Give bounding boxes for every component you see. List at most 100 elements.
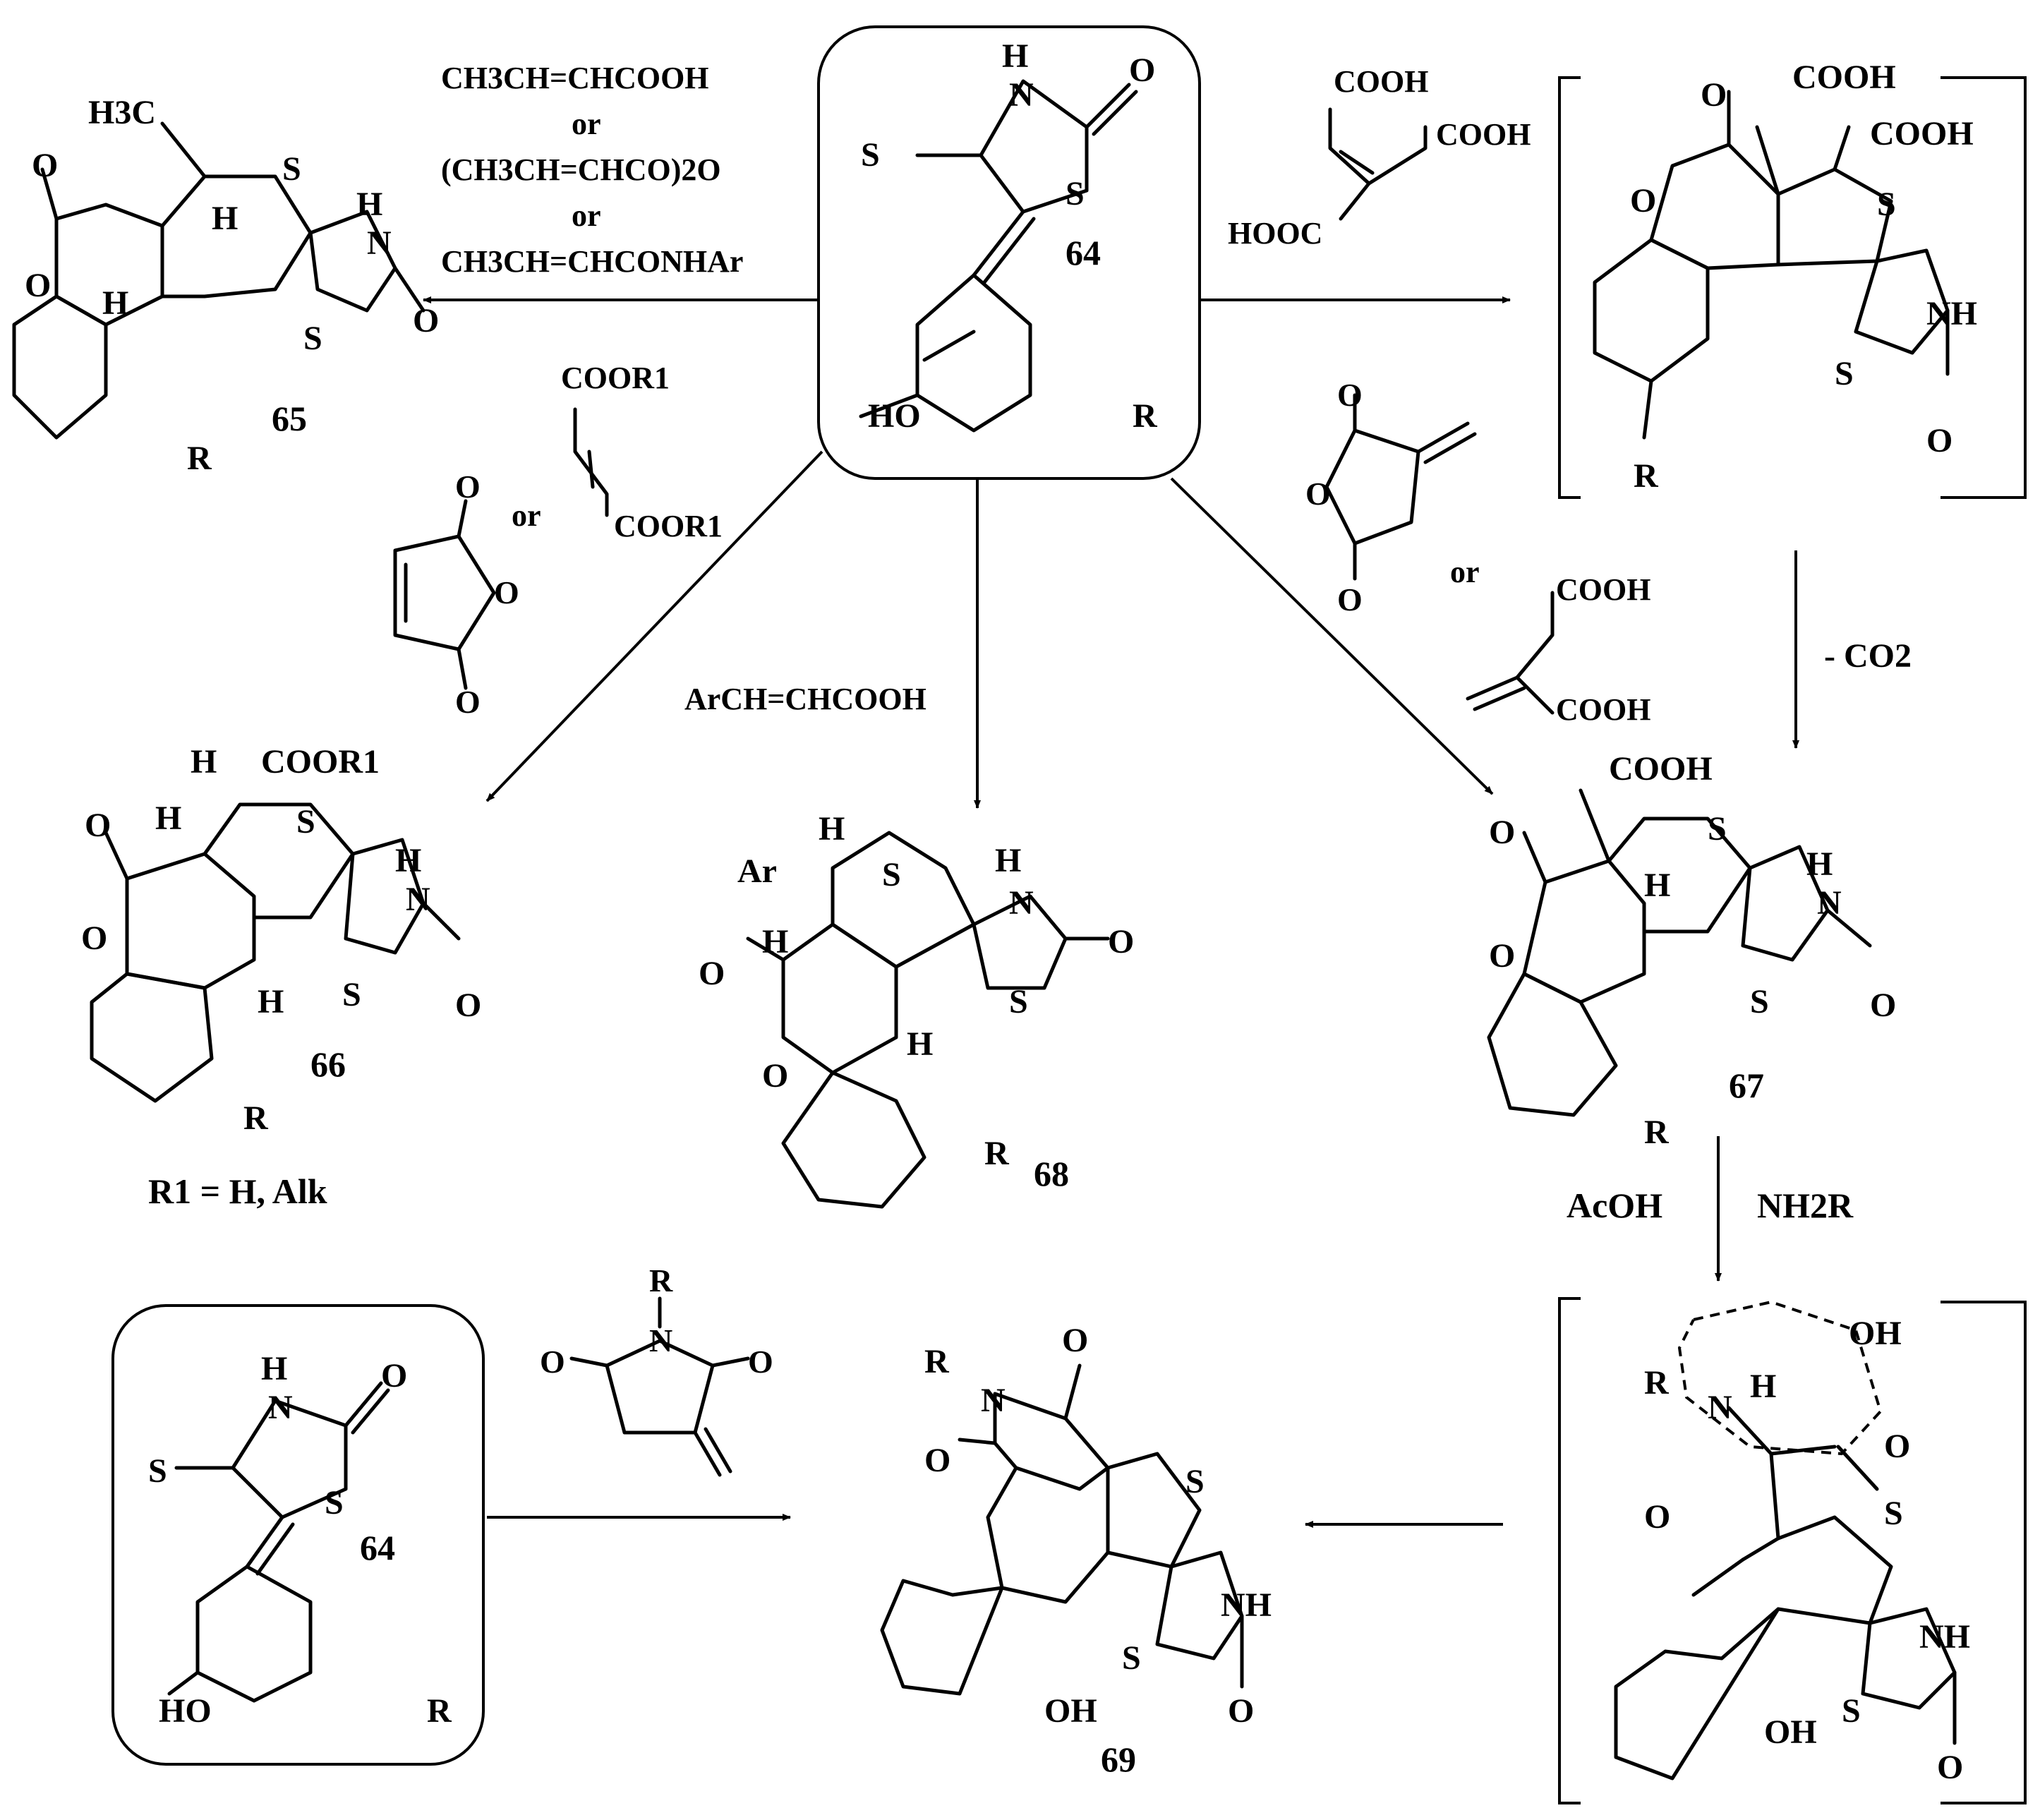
compound-66-o-2: O <box>455 987 481 1024</box>
compound-66-h-top: H <box>191 743 217 781</box>
maleic-o-ring: O <box>494 574 519 610</box>
compound-67-nh-h: H <box>1806 845 1833 883</box>
reagent-aconitic-cooh-top: COOH <box>1334 64 1428 99</box>
reagent-crotonamide: CH3CH=CHCONHAr <box>441 244 743 279</box>
compound-67-o-2: O <box>1870 987 1896 1024</box>
compound-65-s: S <box>282 150 301 188</box>
reagent-aconitic-group: COOH COOH HOOC <box>1228 64 1531 251</box>
compound-69-s: S <box>1185 1463 1205 1500</box>
reagent-itaconic-cooh-bottom: COOH <box>1556 692 1650 727</box>
compound-69-o-2: O <box>1228 1692 1254 1730</box>
compound-66-r: R <box>243 1099 269 1137</box>
compound-68-nh-h: H <box>995 842 1021 879</box>
reagent-aconitic-hooc: HOOC <box>1228 216 1322 251</box>
compound-64-o: O <box>1129 52 1155 89</box>
compound-69-number: 69 <box>1101 1740 1136 1779</box>
compound-66-h-1: H <box>155 800 181 837</box>
compound-69-o-left: O <box>924 1442 950 1479</box>
compound-68-s-2: S <box>1009 983 1028 1020</box>
itaconic-anhydride-o-bottom: O <box>1337 581 1363 617</box>
intermediate-b-o-amide: O <box>1644 1498 1670 1536</box>
compound-65-nh-h: H <box>356 186 382 223</box>
intermediate-b-oh: OH <box>1849 1315 1902 1352</box>
arrow-to-66 <box>485 450 823 802</box>
maleic-o-top: O <box>455 469 481 505</box>
intermediate-a-cooh-1: COOH <box>1792 59 1896 96</box>
intermediate-a-o-2: O <box>1926 422 1953 459</box>
compound-64b-ho: HO <box>159 1692 212 1730</box>
compound-65-number: 65 <box>272 399 307 438</box>
compound-69-r: R <box>924 1343 950 1380</box>
reagent-fumarate-top: COOR1 <box>561 361 670 395</box>
itaconimide-r: R <box>649 1262 673 1298</box>
compound-64b-s-ring: S <box>325 1484 344 1521</box>
compound-67-o-ring: O <box>1489 937 1515 975</box>
intermediate-b-r: R <box>1644 1364 1670 1402</box>
compound-68-o-ring: O <box>762 1057 788 1095</box>
reagent-itaconic-cooh-top: COOH <box>1556 572 1650 607</box>
compound-64-bottom-box <box>111 1304 485 1766</box>
compound-68-h-1: H <box>762 923 788 960</box>
intermediate-b-o-2: O <box>1937 1749 1963 1786</box>
reagent-or-2: or <box>572 198 601 233</box>
intermediate-a-o-carbonyl: O <box>1701 76 1727 114</box>
compound-67: COOH O S H N H O S O 67 R <box>1487 750 1896 1151</box>
reagent-or-maleic: or <box>512 498 541 533</box>
reagent-fumarate-group: COOR1 COOR1 or O O O <box>393 361 723 720</box>
compound-68-o-carbonyl: O <box>699 955 725 992</box>
intermediate-b-s: S <box>1884 1495 1903 1532</box>
compound-64-center: H N S O S 64 HO R <box>817 25 1201 480</box>
compound-65: H3C O S H H N O H S O 65 R <box>12 94 439 477</box>
reagent-acoh: AcOH <box>1567 1186 1662 1225</box>
intermediate-b-oh-phenol: OH <box>1764 1713 1817 1751</box>
intermediate-a-r: R <box>1634 457 1659 495</box>
compound-67-s-2: S <box>1750 983 1769 1020</box>
compound-68: H Ar S H N H O O S H O R 68 <box>699 810 1134 1209</box>
compound-66-o-ring: O <box>81 920 107 957</box>
maleic-o-bottom: O <box>455 684 481 720</box>
compound-68-number: 68 <box>1034 1154 1069 1193</box>
compound-67-r: R <box>1644 1114 1670 1151</box>
intermediate-b-o-carbonyl: O <box>1884 1428 1910 1465</box>
compound-69-nh: NH <box>1221 1586 1272 1624</box>
compound-67-o-carbonyl: O <box>1489 814 1515 851</box>
compound-66-o-carbonyl: O <box>85 807 111 844</box>
compound-68-n: N <box>1009 884 1034 922</box>
compound-64b-h: H <box>261 1350 287 1387</box>
compound-67-cooh: COOH <box>1609 750 1713 788</box>
compound-64-nh-label: H <box>1002 37 1028 75</box>
compound-67-n: N <box>1817 884 1842 922</box>
compound-64-ho: HO <box>868 397 921 435</box>
reagent-itaconic-group: O O O or COOH COOH <box>1305 377 1650 727</box>
compound-64-s-ring: S <box>1066 175 1085 212</box>
compound-66-nh-h: H <box>395 842 421 879</box>
reagent-fumarate-bottom: COOR1 <box>614 509 723 543</box>
compound-68-h-2: H <box>907 1025 933 1063</box>
intermediate-aconitic-adduct: O COOH COOH O S NH S O R <box>1558 59 2027 499</box>
compound-66-s-2: S <box>342 976 361 1013</box>
reagent-crotonic-group: CH3CH=CHCOOH or (CH3CH=CHCO)2O or CH3CH=… <box>441 61 743 279</box>
compound-64b-r: R <box>427 1692 452 1730</box>
reagent-amine: NH2R <box>1757 1186 1854 1225</box>
compound-64-n: N <box>1009 76 1034 114</box>
compound-65-r: R <box>187 440 212 477</box>
compound-69-oh: OH <box>1044 1692 1097 1730</box>
intermediate-a-nh: NH <box>1926 295 1977 332</box>
reagent-decarboxylation: - CO2 <box>1824 637 1912 675</box>
compound-67-number: 67 <box>1729 1066 1764 1105</box>
compound-65-h-1: H <box>212 200 238 237</box>
arrow-to-67 <box>1170 477 1494 795</box>
compound-66-r1-definition: R1 = H, Alk <box>148 1171 327 1211</box>
compound-65-n: N <box>367 224 392 262</box>
compound-65-o-carbonyl: O <box>32 147 58 184</box>
reagent-aconitic-cooh-right: COOH <box>1436 117 1531 152</box>
intermediate-a-s: S <box>1877 186 1896 223</box>
compound-67-h: H <box>1644 867 1670 904</box>
itaconic-anhydride-o-top: O <box>1337 377 1363 413</box>
compound-65-o-2: O <box>413 302 439 339</box>
compound-65-o-ring: O <box>25 267 51 304</box>
compound-64b-s-exo: S <box>148 1452 167 1490</box>
compound-64b-number: 64 <box>360 1528 395 1567</box>
compound-64-bottom: H N O S S 64 HO R <box>111 1304 485 1766</box>
compound-65-h3c: H3C <box>88 94 156 131</box>
